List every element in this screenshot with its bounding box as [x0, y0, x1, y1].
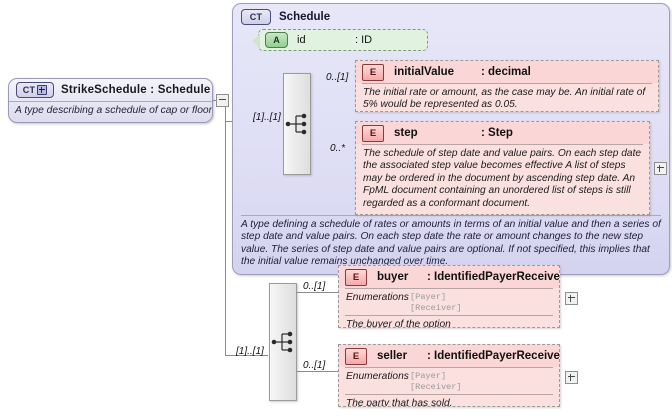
element-type: : IdentifiedPayerReceiver	[427, 271, 560, 283]
expand-toggle-step[interactable]	[654, 162, 667, 175]
root-type-header: CT StrikeSchedule : Schedule	[9, 79, 212, 101]
element-separator-2	[345, 394, 553, 395]
element-enumerations-buyer: Enumerations [Payer] [Receiver]	[339, 289, 559, 315]
sequence-icon	[285, 113, 307, 135]
element-documentation: The party that has sold.	[346, 398, 453, 407]
root-type-documentation: A type describing a schedule of cap or f…	[9, 101, 212, 116]
cardinality-buyer: 0..[1]	[303, 281, 326, 292]
element-name: seller	[377, 350, 408, 362]
element-header-seller: E seller : IdentifiedPayerReceiver	[339, 345, 559, 367]
attribute-box-id[interactable]: A id : ID	[252, 29, 428, 51]
complextype-expandable-icon: CT	[16, 82, 54, 98]
sequence-icon	[271, 331, 293, 353]
element-type: : decimal	[481, 66, 531, 78]
element-box-initialvalue[interactable]: E initialValue : decimal The initial rat…	[355, 60, 659, 112]
root-type-title: StrikeSchedule : Schedule	[61, 84, 211, 96]
element-box-buyer[interactable]: E buyer : IdentifiedPayerReceiver Enumer…	[338, 265, 560, 328]
connector-seq-to-buyer	[297, 292, 355, 293]
element-separator	[345, 367, 553, 368]
element-enumerations-seller: Enumerations [Payer] [Receiver]	[339, 368, 559, 394]
attribute-name: id	[297, 34, 306, 46]
element-separator	[362, 83, 652, 84]
element-name: initialValue	[394, 66, 455, 78]
element-icon: E	[362, 124, 384, 142]
complextype-header: CT Schedule	[241, 9, 330, 25]
sequence-node-schedule[interactable]	[283, 73, 311, 175]
element-separator	[345, 288, 553, 289]
element-icon: E	[362, 63, 384, 81]
element-name: buyer	[377, 271, 409, 283]
collapse-toggle-root[interactable]	[216, 94, 229, 107]
attribute-type: : ID	[355, 34, 373, 46]
cardinality-seller: 0..[1]	[303, 360, 326, 371]
connector-to-sequence-party	[225, 355, 268, 356]
element-box-step[interactable]: E step : Step The schedule of step date …	[355, 121, 650, 215]
complextype-icon: CT	[241, 9, 271, 25]
element-name: step	[394, 127, 418, 139]
connector-trunk-vertical	[225, 100, 226, 355]
element-documentation: The initial rate or amount, as the case …	[363, 87, 646, 111]
element-type: : IdentifiedPayerReceiver	[427, 350, 560, 362]
complextype-documentation: A type defining a schedule of rates or a…	[241, 214, 661, 269]
cardinality-sequence-party: [1]..[1]	[236, 346, 264, 357]
element-icon: E	[345, 268, 367, 286]
cardinality-sequence-schedule: [1]..[1]	[253, 112, 281, 123]
root-type-box-strikeschedule[interactable]: CT StrikeSchedule : Schedule A type desc…	[8, 78, 213, 123]
complextype-name: Schedule	[279, 11, 331, 23]
cardinality-step: 0..*	[330, 143, 346, 154]
element-box-seller[interactable]: E seller : IdentifiedPayerReceiver Enume…	[338, 344, 560, 407]
enumerations-values: [Payer] [Receiver]	[410, 292, 462, 313]
element-separator	[362, 144, 643, 145]
element-header-initialvalue: E initialValue : decimal	[356, 61, 658, 83]
element-documentation: The schedule of step date and value pair…	[363, 148, 642, 209]
element-icon: E	[345, 347, 367, 365]
expand-toggle-seller[interactable]	[565, 371, 578, 384]
sequence-node-party[interactable]	[269, 283, 297, 401]
element-separator-2	[345, 315, 553, 316]
element-documentation: The buyer of the option	[346, 319, 451, 328]
enumerations-label: Enumerations	[346, 371, 409, 382]
element-header-step: E step : Step	[356, 122, 649, 144]
attribute-icon: A	[265, 32, 288, 48]
element-header-buyer: E buyer : IdentifiedPayerReceiver	[339, 266, 559, 288]
element-type: : Step	[481, 127, 513, 139]
enumerations-values: [Payer] [Receiver]	[410, 371, 462, 392]
enumerations-label: Enumerations	[346, 292, 409, 303]
connector-seq-to-seller	[297, 371, 355, 372]
cardinality-initialvalue: 0..[1]	[326, 72, 349, 83]
expand-toggle-buyer[interactable]	[565, 292, 578, 305]
